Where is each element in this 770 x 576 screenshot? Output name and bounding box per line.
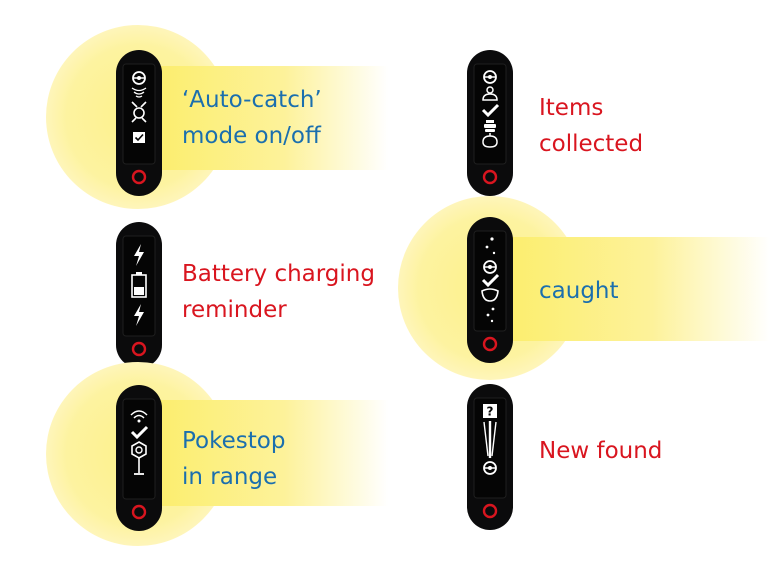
pokeball-icon <box>483 260 497 274</box>
pokestop-icon <box>131 441 147 475</box>
battery-icon <box>131 272 147 298</box>
home-button <box>131 341 147 357</box>
caption: caught <box>539 273 619 309</box>
checkmark-icon <box>481 103 500 118</box>
home-button <box>131 169 147 185</box>
caption: Pokestop in range <box>182 423 285 495</box>
pokeball-icon <box>483 70 497 84</box>
caption-line-2: collected <box>539 131 644 157</box>
svg-text:?: ? <box>487 405 494 419</box>
potion-icon <box>484 120 496 132</box>
wristband-device <box>116 385 162 531</box>
pokeball-icon <box>132 71 146 85</box>
wristband-device <box>467 217 513 363</box>
caption-line-2: in range <box>182 464 278 490</box>
sparkle-icon <box>485 237 496 255</box>
highlight-band <box>508 237 770 341</box>
device-screen <box>122 63 156 165</box>
item-icon <box>482 86 498 101</box>
sparkle-icon <box>486 307 495 323</box>
caption-line-1: Pokestop <box>182 428 286 454</box>
lightning-icon <box>134 304 144 326</box>
home-button <box>482 503 498 519</box>
wristband-device: ? <box>467 384 513 530</box>
checkmark-icon <box>130 425 149 440</box>
wristband-device <box>116 222 162 368</box>
caption-line-1: Battery charging <box>182 261 375 287</box>
lightning-icon <box>134 244 144 266</box>
pokemon-icon <box>131 101 147 123</box>
caption: Items collected <box>539 90 643 162</box>
pokeball-icon <box>483 461 497 475</box>
wristband-device <box>467 50 513 196</box>
highlight-band <box>158 400 388 506</box>
device-screen <box>122 398 156 500</box>
home-button <box>131 504 147 520</box>
caption-line-1: ‘Auto-catch’ <box>182 87 322 113</box>
wristband-device <box>116 50 162 196</box>
beam-icon <box>483 421 497 458</box>
caption-line-1: New found <box>539 438 663 464</box>
highlight-band <box>158 66 388 170</box>
checkbox-icon <box>133 132 145 143</box>
question-box-icon: ? <box>483 404 497 419</box>
wifi-signal-icon <box>130 410 148 423</box>
device-screen <box>122 235 156 337</box>
caption: ‘Auto-catch’ mode on/off <box>182 82 322 154</box>
signal-waves-icon <box>131 87 147 98</box>
checkmark-icon <box>481 273 500 288</box>
pokemon-icon <box>481 288 499 302</box>
caption: New found <box>539 433 662 469</box>
caption-line-1: Items <box>539 95 604 121</box>
home-button <box>482 336 498 352</box>
berry-icon <box>482 133 498 148</box>
caption-line-1: caught <box>539 278 619 304</box>
caption-line-2: reminder <box>182 297 287 323</box>
caption-line-2: mode on/off <box>182 123 321 149</box>
caption: Battery charging reminder <box>182 256 375 328</box>
home-button <box>482 169 498 185</box>
